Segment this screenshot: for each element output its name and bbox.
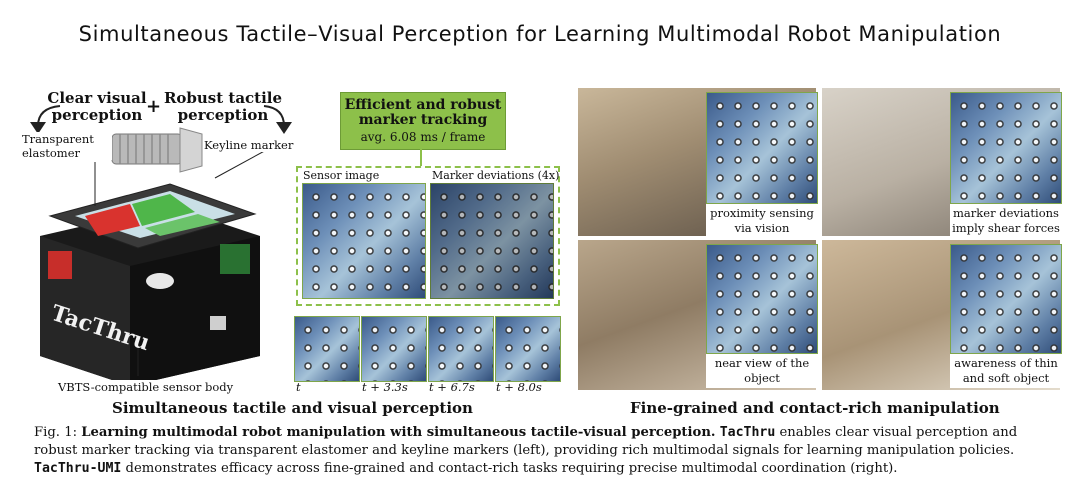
marker-grid <box>496 317 560 381</box>
marker-grid <box>707 245 817 353</box>
plus-sign: + <box>146 96 162 117</box>
section-label-left: Simultaneous tactile and visual percepti… <box>112 399 473 417</box>
marker-grid <box>295 317 359 381</box>
tracking-title: Efficient and robust marker tracking <box>344 97 502 128</box>
caption-shear: marker deviations imply shear forces <box>950 204 1062 238</box>
caption-thin-object: awareness of thin and soft object <box>950 354 1062 388</box>
tracking-speed: avg. 6.08 ms / frame <box>360 130 486 144</box>
sensor-body-label: VBTS-compatible sensor body <box>56 380 236 394</box>
tracking-box: Efficient and robust marker tracking avg… <box>340 92 506 150</box>
tracking-arrow <box>420 148 422 166</box>
caption-near-view: near view of the object <box>706 354 818 388</box>
time-tile-3 <box>428 316 494 382</box>
tactile-near-view <box>706 244 818 354</box>
caption-label: Fig. 1: <box>34 425 82 440</box>
marker-grid <box>951 93 1061 203</box>
figure-caption: Fig. 1: Learning multimodal robot manipu… <box>34 424 1054 478</box>
time-label-3: t + 6.7s <box>429 380 475 394</box>
marker-grid <box>707 93 817 203</box>
page-title: Simultaneous Tactile–Visual Perception f… <box>78 22 1002 46</box>
marker-grid <box>431 184 553 298</box>
sensor-dashed-frame <box>296 166 560 306</box>
tactile-proximity <box>706 92 818 204</box>
marker-grid <box>303 184 425 298</box>
transparent-elastomer-label: Transparent elastomer <box>22 132 112 160</box>
sensor-image-label: Sensor image <box>303 169 380 182</box>
marker-deviations-label: Marker deviations (4x) <box>432 169 560 182</box>
caption-text-1: enables clear visual perception and robu… <box>34 425 1018 458</box>
time-label-1: t <box>296 380 301 394</box>
marker-deviations-tile <box>430 183 554 299</box>
time-label-2: t + 3.3s <box>362 380 408 394</box>
time-label-4: t + 8.0s <box>496 380 542 394</box>
caption-proximity: proximity sensing via vision <box>706 204 818 238</box>
tactile-thin-object <box>950 244 1062 354</box>
sensor-drawing <box>30 105 292 386</box>
caption-name-1: TacThru <box>719 425 776 440</box>
sensor-image-tile <box>302 183 426 299</box>
keyline-marker-label: Keyline marker <box>204 138 294 152</box>
caption-text-2: demonstrates efficacy across fine-graine… <box>121 461 898 476</box>
time-tile-4 <box>495 316 561 382</box>
time-tile-1 <box>294 316 360 382</box>
caption-bold: Learning multimodal robot manipulation w… <box>81 425 716 440</box>
marker-grid <box>951 245 1061 353</box>
section-label-right: Fine-grained and contact-rich manipulati… <box>630 399 1000 417</box>
marker-grid <box>429 317 493 381</box>
time-tile-2 <box>361 316 427 382</box>
clear-visual-label: Clear visual perception <box>47 89 147 124</box>
marker-grid <box>362 317 426 381</box>
robust-tactile-label: Robust tactile perception <box>163 89 283 124</box>
tactile-shear <box>950 92 1062 204</box>
caption-name-2: TacThru-UMI <box>34 461 122 476</box>
sensor-illustration <box>20 86 305 396</box>
